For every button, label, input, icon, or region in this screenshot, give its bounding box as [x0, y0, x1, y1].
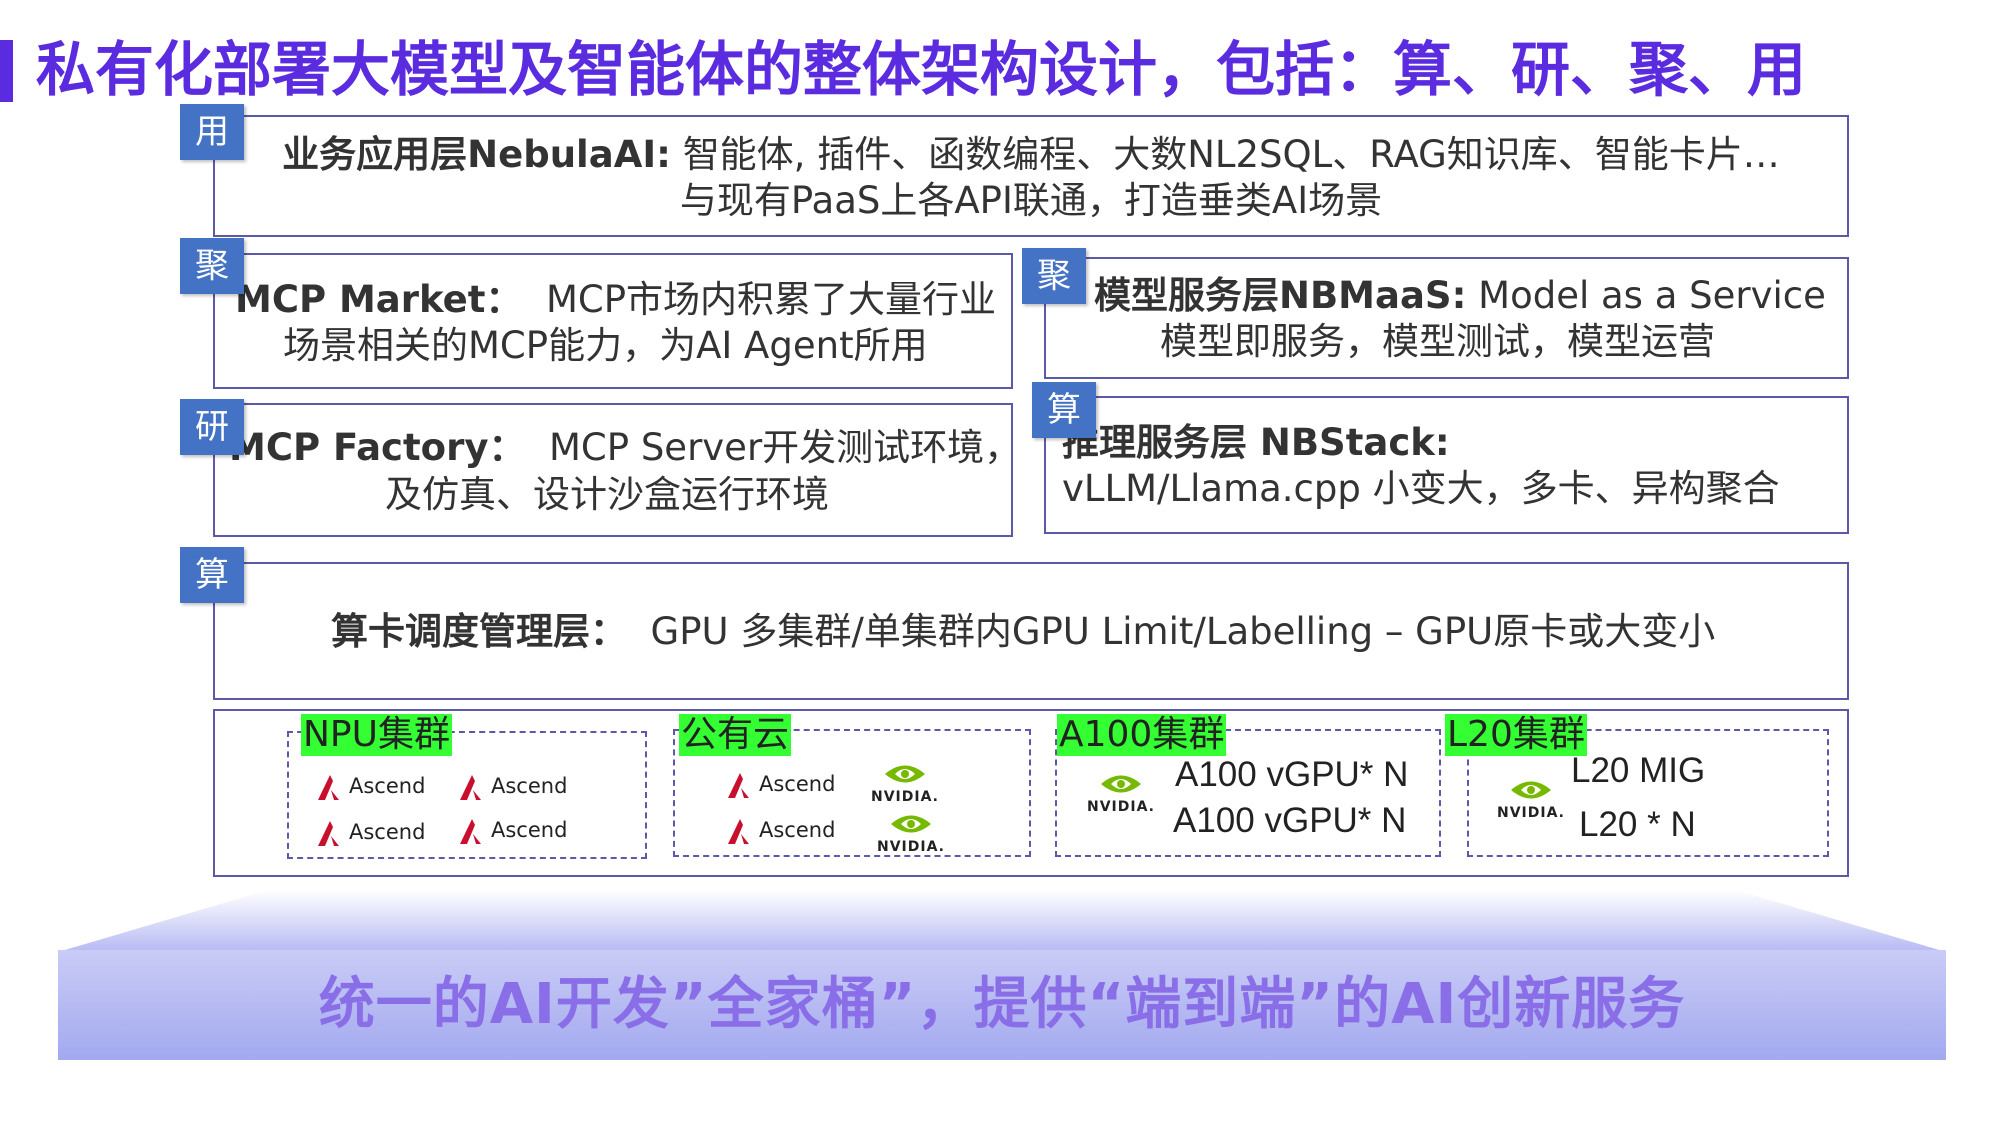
- mcp-market-label: MCP Market：: [235, 278, 523, 321]
- ascend-icon: [460, 819, 481, 844]
- a100-line1: A100 vGPU* N: [1175, 755, 1409, 794]
- mcp-factory-text1: MCP Server开发测试环境，: [548, 426, 1022, 469]
- ascend-text: Ascend: [759, 818, 836, 842]
- ascend-icon: [460, 775, 481, 800]
- nbstack-label-text: 推理服务层 NBStack:: [1062, 421, 1450, 464]
- ascend-logo: Ascend: [725, 767, 835, 801]
- a100-cluster-label: A100集群: [1057, 714, 1227, 756]
- nbstack-box: 推理服务层 NBStack: vLLM/Llama.cpp 小变大，多卡、异构聚…: [1044, 396, 1849, 534]
- mcp-market-text2: 场景相关的MCP能力，为AI Agent所用: [283, 324, 928, 367]
- nvidia-eye-icon: [1101, 775, 1141, 793]
- nvidia-logo: NVIDIA.: [1081, 769, 1161, 815]
- page-title: 私有化部署大模型及智能体的整体架构设计，包括：算、研、聚、用: [36, 35, 1807, 104]
- public-cloud-cluster: Ascend Ascend NVIDIA. NVIDIA.: [673, 729, 1031, 857]
- ascend-logo: Ascend: [457, 813, 567, 847]
- npu-cluster: Ascend Ascend Ascend Ascend: [287, 731, 647, 859]
- nbstack-label: 推理服务层 NBStack:: [1062, 420, 1450, 466]
- mcp-factory-label: MCP Factory：: [229, 426, 526, 469]
- nvidia-logo: NVIDIA.: [871, 809, 951, 855]
- tag-suan-scheduling: 算: [180, 547, 244, 603]
- mcp-market-box: MCP Market： MCP市场内积累了大量行业 场景相关的MCP能力，为AI…: [213, 253, 1013, 389]
- ascend-icon: [728, 819, 749, 844]
- maas-label: 模型服务层NBMaaS:: [1094, 274, 1467, 317]
- mcp-factory-line1: MCP Factory： MCP Server开发测试环境，: [229, 425, 1021, 471]
- public-cloud-label: 公有云: [679, 714, 792, 756]
- nvidia-text: NVIDIA.: [870, 789, 939, 805]
- maas-box: 模型服务层NBMaaS: Model as a Service 模型即服务，模型…: [1044, 257, 1849, 379]
- l20-cluster: NVIDIA. L20 MIG L20 * N: [1467, 729, 1829, 857]
- mcp-factory-text2: 及仿真、设计沙盒运行环境: [385, 473, 829, 516]
- ascend-logo: Ascend: [725, 813, 835, 847]
- bottom-banner: 统一的AI开发”全家桶”，提供“端到端”的AI创新服务: [58, 950, 1946, 1060]
- a100-line2: A100 vGPU* N: [1173, 801, 1407, 840]
- ascend-text: Ascend: [491, 774, 568, 798]
- nvidia-eye-icon: [885, 765, 925, 783]
- ascend-logo: Ascend: [315, 815, 425, 849]
- l20-line2: L20 * N: [1579, 805, 1696, 844]
- ascend-logo: Ascend: [315, 769, 425, 803]
- nvidia-text: NVIDIA.: [876, 839, 945, 855]
- npu-cluster-label: NPU集群: [301, 714, 452, 756]
- maas-line1: 模型服务层NBMaaS: Model as a Service: [1094, 273, 1826, 319]
- l20-line1: L20 MIG: [1571, 751, 1706, 790]
- l20-cluster-label: L20集群: [1445, 714, 1587, 756]
- mcp-market-line1: MCP Market： MCP市场内积累了大量行业: [235, 277, 996, 323]
- nvidia-eye-icon: [1511, 781, 1551, 799]
- ascend-icon: [318, 775, 339, 800]
- maas-text2: 模型即服务，模型测试，模型运营: [1160, 320, 1715, 363]
- app-layer-label: 业务应用层NebulaAI:: [282, 133, 671, 176]
- tag-ju-maas: 聚: [1022, 248, 1086, 304]
- scheduling-text: GPU 多集群/单集群内GPU Limit/Labelling – GPU原卡或…: [650, 610, 1716, 653]
- ascend-text: Ascend: [349, 774, 426, 798]
- scheduling-line: 算卡调度管理层： GPU 多集群/单集群内GPU Limit/Labelling…: [331, 609, 1715, 655]
- ascend-icon: [318, 821, 339, 846]
- nvidia-eye-icon: [891, 815, 931, 833]
- scheduling-box: 算卡调度管理层： GPU 多集群/单集群内GPU Limit/Labelling…: [213, 562, 1849, 700]
- nvidia-text: NVIDIA.: [1086, 799, 1155, 815]
- tag-yong: 用: [180, 104, 244, 160]
- nvidia-logo: NVIDIA.: [1491, 775, 1571, 821]
- ascend-logo: Ascend: [457, 769, 567, 803]
- nbstack-text2: vLLM/Llama.cpp 小变大，多卡、异构聚合: [1062, 467, 1780, 510]
- ascend-icon: [728, 773, 749, 798]
- mcp-market-text1: MCP市场内积累了大量行业: [545, 278, 997, 321]
- ascend-text: Ascend: [491, 818, 568, 842]
- banner-trapezoid: [58, 890, 1946, 952]
- tag-suan-nbstack: 算: [1032, 382, 1096, 438]
- ascend-text: Ascend: [349, 820, 426, 844]
- app-layer-box: 业务应用层NebulaAI: 智能体, 插件、函数编程、大数NL2SQL、RAG…: [213, 115, 1849, 237]
- a100-cluster: NVIDIA. A100 vGPU* N A100 vGPU* N: [1055, 729, 1441, 857]
- app-layer-text1: 智能体, 插件、函数编程、大数NL2SQL、RAG知识库、智能卡片…: [682, 133, 1780, 176]
- title-accent-bar: [0, 40, 13, 102]
- tag-yan: 研: [180, 399, 244, 455]
- nvidia-text: NVIDIA.: [1496, 805, 1565, 821]
- nvidia-logo: NVIDIA.: [865, 759, 945, 805]
- tag-ju-market: 聚: [180, 238, 244, 294]
- mcp-factory-box: MCP Factory： MCP Server开发测试环境， 及仿真、设计沙盒运…: [213, 403, 1021, 537]
- app-layer-text2: 与现有PaaS上各API联通，打造垂类AI场景: [679, 179, 1383, 222]
- ascend-text: Ascend: [759, 772, 836, 796]
- maas-text1: Model as a Service: [1478, 274, 1826, 317]
- scheduling-label: 算卡调度管理层：: [331, 610, 627, 653]
- app-layer-line1: 业务应用层NebulaAI: 智能体, 插件、函数编程、大数NL2SQL、RAG…: [215, 132, 1847, 178]
